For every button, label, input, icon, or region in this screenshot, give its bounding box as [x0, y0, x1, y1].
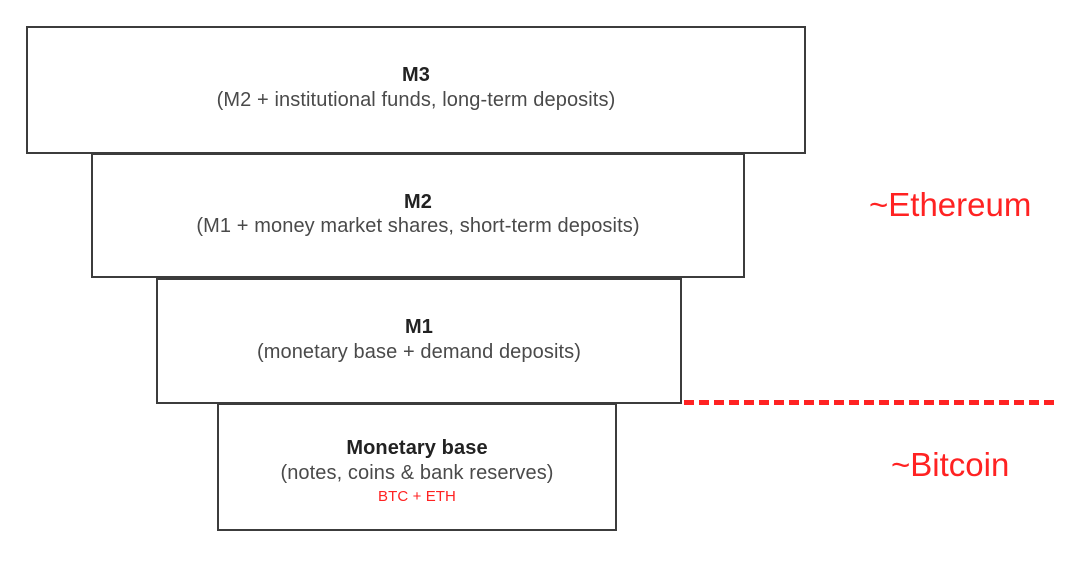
aggregate-subtitle-m3: (M2 + institutional funds, long-term dep…: [216, 88, 616, 111]
aggregate-box-m2: M2 (M1 + money market shares, short-term…: [91, 153, 745, 278]
aggregate-label-group-m2: M2 (M1 + money market shares, short-term…: [196, 191, 639, 239]
aggregate-subtitle-monetary-base: (notes, coins & bank reserves): [280, 461, 554, 484]
aggregate-subtitle-m1: (monetary base + demand deposits): [256, 340, 582, 363]
aggregate-title-m2: M2: [404, 190, 432, 213]
aggregate-box-m1: M1 (monetary base + demand deposits): [156, 278, 682, 404]
aggregate-box-m3: M3 (M2 + institutional funds, long-term …: [26, 26, 806, 154]
aggregate-subtitle-m2: (M1 + money market shares, short-term de…: [196, 215, 640, 238]
aggregate-title-m3: M3: [402, 64, 430, 86]
crypto-annotation-btc-eth: BTC + ETH: [378, 488, 456, 506]
aggregate-box-monetary-base: Monetary base (notes, coins & bank reser…: [217, 403, 617, 531]
aggregate-title-m1: M1: [405, 316, 433, 338]
annotation-ethereum: ~Ethereum: [869, 186, 1032, 223]
annotation-bitcoin: ~Bitcoin: [891, 446, 1010, 483]
aggregate-label-group-m3: M3 (M2 + institutional funds, long-term …: [217, 64, 616, 112]
aggregate-label-group-monetary-base: Monetary base (notes, coins & bank reser…: [280, 437, 553, 506]
aggregate-title-monetary-base: Monetary base: [346, 437, 488, 460]
aggregate-label-group-m1: M1 (monetary base + demand deposits): [257, 316, 581, 364]
bitcoin-boundary-dashed-line: [684, 400, 1054, 405]
